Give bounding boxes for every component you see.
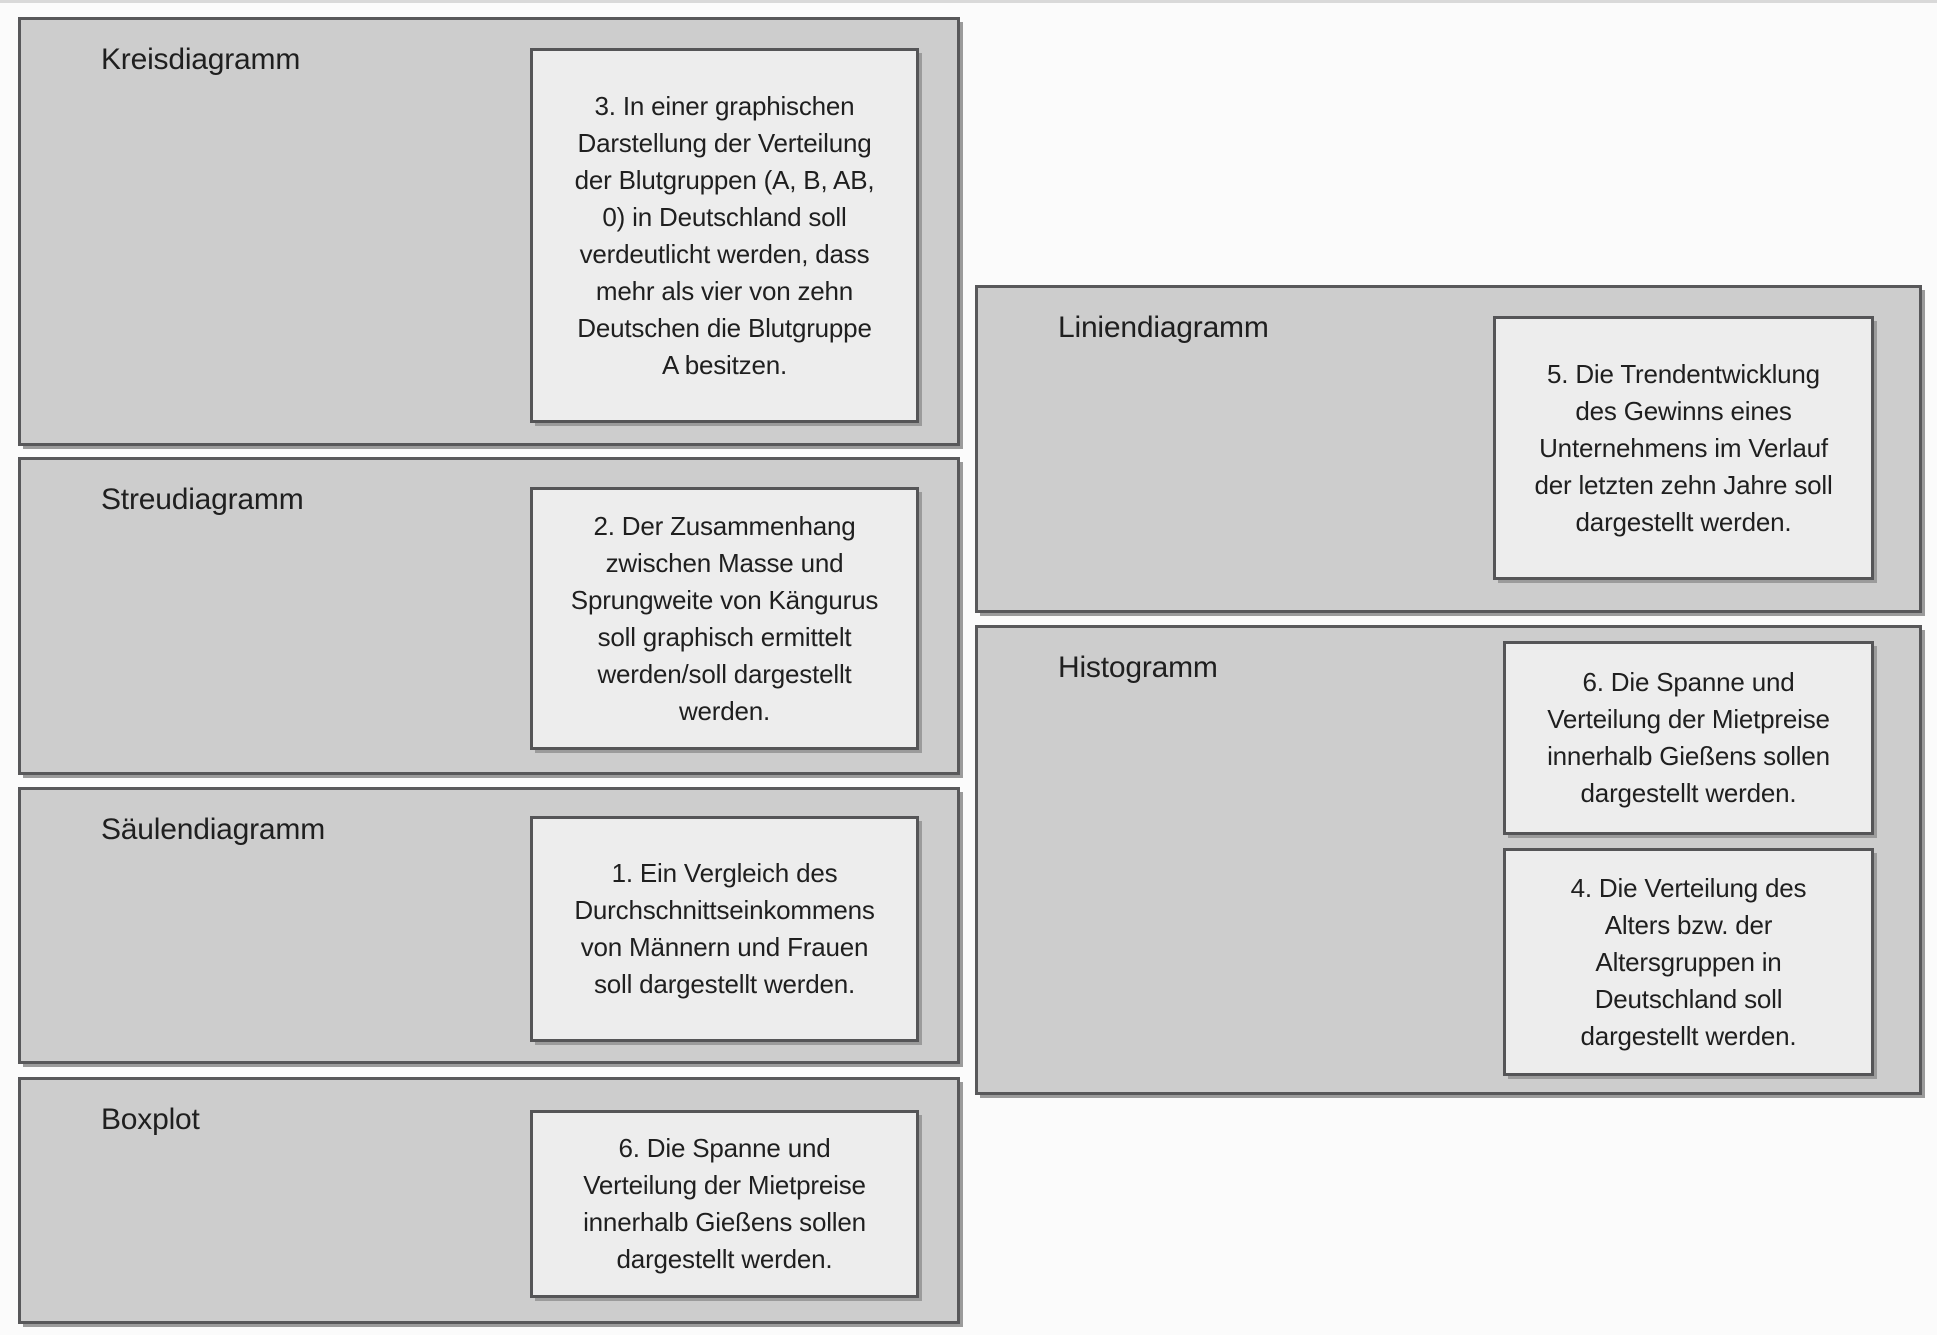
answer-card-text: 4. Die Verteilung des Alters bzw. der Al… — [1570, 872, 1807, 1051]
category-label-boxplot: Boxplot — [101, 1103, 200, 1136]
answer-card-altersgruppen[interactable]: 4. Die Verteilung des Alters bzw. der Al… — [1503, 848, 1874, 1076]
answer-card-text: 1. Ein Vergleich des Durchschnittseinkom… — [574, 858, 875, 999]
category-label-histogramm: Histogramm — [1058, 651, 1218, 684]
answer-card-text: 5. Die Trendentwicklung des Gewinns eine… — [1534, 358, 1833, 537]
category-box-boxplot[interactable]: Boxplot 6. Die Spanne und Verteilung der… — [18, 1077, 960, 1324]
category-box-histogramm[interactable]: Histogramm 6. Die Spanne und Verteilung … — [975, 625, 1922, 1095]
category-box-kreisdiagramm[interactable]: Kreisdiagramm 3. In einer graphischen Da… — [18, 17, 960, 446]
answer-card-kaengurus[interactable]: 2. Der Zusammenhang zwischen Masse und S… — [530, 487, 919, 750]
answer-card-text: 6. Die Spanne und Verteilung der Mietpre… — [583, 1133, 866, 1274]
answer-card-text: 3. In einer graphischen Darstellung der … — [574, 90, 875, 380]
category-label-kreisdiagramm: Kreisdiagramm — [101, 43, 301, 76]
answer-card-text: 6. Die Spanne und Verteilung der Mietpre… — [1547, 667, 1830, 808]
answer-card-mietpreise-2[interactable]: 6. Die Spanne und Verteilung der Mietpre… — [1503, 641, 1874, 835]
answer-card-durchschnittseinkommen[interactable]: 1. Ein Vergleich des Durchschnittseinkom… — [530, 816, 919, 1042]
answer-card-blutgruppen[interactable]: 3. In einer graphischen Darstellung der … — [530, 48, 919, 423]
category-box-streudiagramm[interactable]: Streudiagramm 2. Der Zusammenhang zwisch… — [18, 457, 960, 775]
category-box-saeulendiagramm[interactable]: Säulendiagramm 1. Ein Vergleich des Durc… — [18, 787, 960, 1064]
page-top-divider — [0, 0, 1937, 3]
category-label-liniendiagramm: Liniendiagramm — [1058, 311, 1269, 344]
category-box-liniendiagramm[interactable]: Liniendiagramm 5. Die Trendentwicklung d… — [975, 285, 1922, 613]
category-label-streudiagramm: Streudiagramm — [101, 483, 304, 516]
answer-card-trendentwicklung[interactable]: 5. Die Trendentwicklung des Gewinns eine… — [1493, 316, 1874, 580]
answer-card-text: 2. Der Zusammenhang zwischen Masse und S… — [570, 510, 879, 726]
category-label-saeulendiagramm: Säulendiagramm — [101, 813, 325, 846]
answer-card-mietpreise[interactable]: 6. Die Spanne und Verteilung der Mietpre… — [530, 1110, 919, 1298]
